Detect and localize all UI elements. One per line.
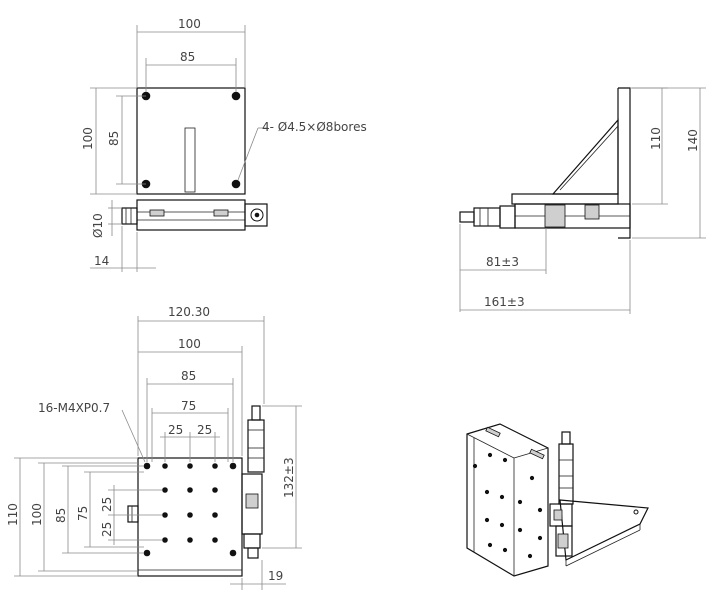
thread-note: 16-M4XP0.7: [38, 401, 110, 415]
dim-hole-spacing-85: 85: [180, 50, 195, 64]
dim-left-75: 75: [76, 506, 90, 521]
dim-overall-width: 120.30: [168, 305, 210, 319]
bore-top-right: [231, 91, 241, 101]
dim-spacing-85-front: 85: [181, 369, 196, 383]
iso-back-plate: [466, 423, 549, 577]
side-gusset: [551, 118, 619, 195]
side-micrometer: [459, 211, 475, 223]
top-slot: [184, 127, 196, 193]
dim-spacing-75-front: 75: [181, 399, 196, 413]
dim-pitch-25-b: 25: [197, 423, 212, 437]
dim-length-161: 161±3: [484, 295, 525, 309]
iso-holes: [472, 452, 543, 559]
dim-hole-spacing-y-85: 85: [107, 131, 121, 146]
dim-left-85: 85: [54, 508, 68, 523]
dim-length-81: 81±3: [486, 255, 519, 269]
dim-micrometer-travel: 132±3: [282, 457, 296, 498]
front-micrometer: [247, 419, 265, 473]
dim-height-100: 100: [81, 127, 95, 150]
dim-left-110: 110: [6, 503, 20, 526]
side-base-plate: [511, 193, 619, 205]
bore-bottom-right: [231, 179, 241, 189]
side-view: 110 140 81±3 161±3: [459, 87, 706, 314]
top-micrometer: [121, 207, 138, 225]
dim-offset-19: 19: [268, 569, 283, 583]
dim-left-25-a: 25: [100, 497, 114, 512]
bores-note: 4- Ø4.5×Ø8bores: [262, 120, 367, 134]
top-plate: [136, 87, 246, 195]
front-view: 120.30 100 85 75 25 25 16-M4XP0.7 110 10…: [6, 305, 302, 590]
iso-micrometer: [558, 443, 574, 505]
dim-micrometer-offset: 14: [94, 254, 109, 268]
dim-left-100: 100: [30, 503, 44, 526]
dim-pitch-25-a: 25: [168, 423, 183, 437]
top-view: 100 85 100 85 4- Ø4.5×Ø8bores Ø10 14: [81, 17, 367, 272]
dim-width-100: 100: [178, 17, 201, 31]
isometric-view: [466, 423, 649, 577]
dim-width-100-front: 100: [178, 337, 201, 351]
dim-left-25-b: 25: [100, 522, 114, 537]
dim-height-140: 140: [686, 129, 700, 152]
dim-height-110: 110: [649, 127, 663, 150]
iso-base-plate: [559, 499, 649, 561]
threaded-holes: [143, 462, 237, 557]
dim-micrometer-dia: Ø10: [91, 213, 105, 238]
